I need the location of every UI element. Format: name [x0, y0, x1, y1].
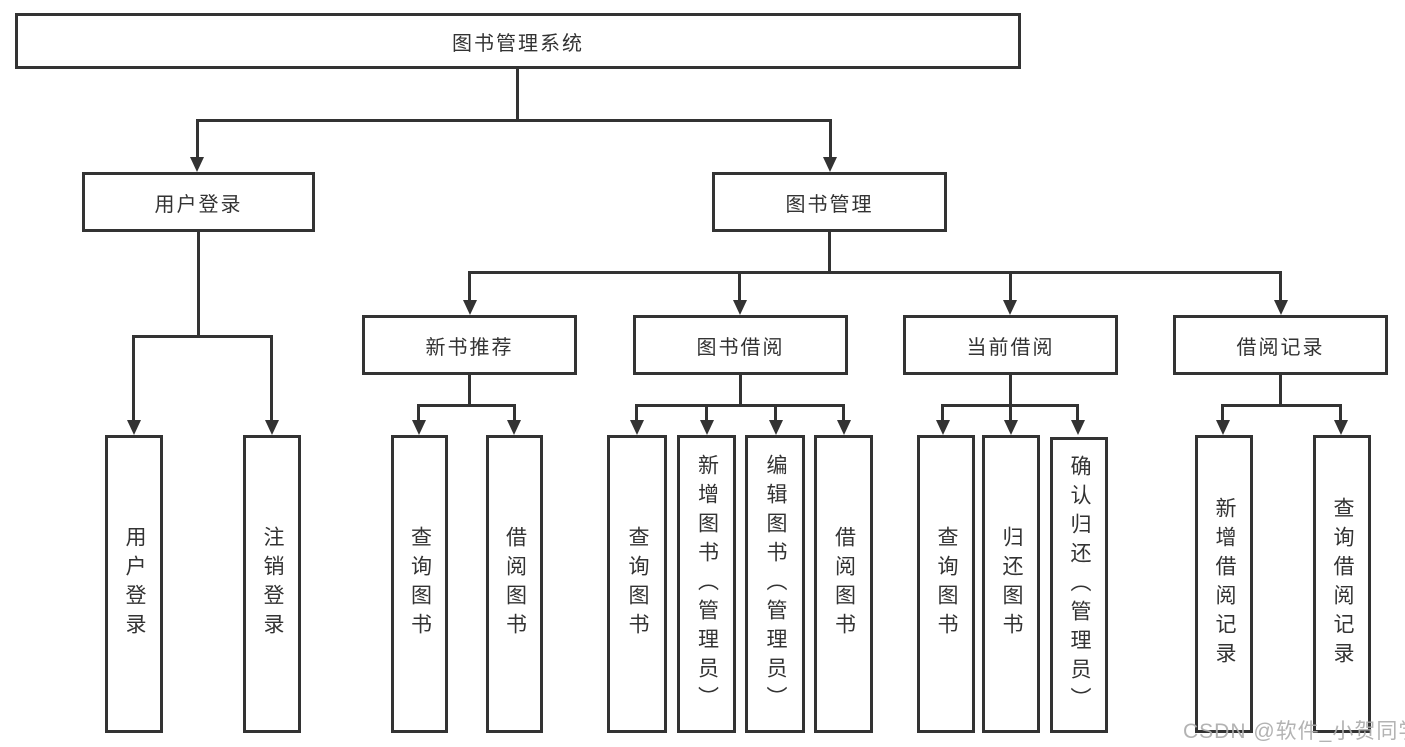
edge-line [1009, 271, 1012, 301]
leaf-edit-book-admin: 编辑图书（管理员） [745, 435, 805, 733]
leaf-borrow-books-1: 借阅图书 [486, 435, 543, 733]
arrow-down-icon [837, 420, 851, 435]
edge-line [1076, 404, 1079, 421]
arrow-down-icon [630, 420, 644, 435]
arrow-down-icon [1071, 420, 1085, 435]
watermark-text: CSDN @软件_小贺同学 [1183, 720, 1405, 743]
arrow-down-icon [463, 300, 477, 315]
leaf-add-borrow-record: 新增借阅记录 [1195, 435, 1253, 733]
leaf-add-book-admin: 新增图书（管理员） [677, 435, 736, 733]
edge-line [739, 373, 742, 407]
leaf-query-books-3-label: 查询图书 [935, 526, 958, 642]
edge-line [1221, 404, 1224, 421]
edge-line [197, 230, 200, 338]
edge-line [468, 373, 471, 407]
node-current-borrowing: 当前借阅 [903, 315, 1118, 375]
node-root: 图书管理系统 [15, 13, 1021, 69]
edge-line [1009, 373, 1012, 407]
edge-line [270, 335, 273, 421]
edge-line [196, 119, 832, 122]
leaf-query-borrow-record-label: 查询借阅记录 [1331, 497, 1354, 671]
node-book-borrowing-label: 图书借阅 [696, 336, 785, 359]
edge-line [635, 404, 845, 407]
leaf-edit-book-admin-label: 编辑图书（管理员） [764, 453, 787, 715]
edge-line [513, 404, 516, 421]
edge-line [132, 335, 135, 421]
node-new-book-recommendation-label: 新书推荐 [425, 336, 514, 359]
edge-line [417, 404, 516, 407]
node-book-management: 图书管理 [712, 172, 947, 232]
edge-line [842, 404, 845, 421]
edge-line [1279, 373, 1282, 407]
node-current-borrowing-label: 当前借阅 [966, 336, 1055, 359]
leaf-add-book-admin-label: 新增图书（管理员） [695, 453, 719, 715]
leaf-query-books-3: 查询图书 [917, 435, 975, 733]
leaf-logout-label: 注销登录 [261, 526, 284, 642]
arrow-down-icon [1334, 420, 1348, 435]
leaf-query-books-2-label: 查询图书 [626, 526, 649, 642]
edge-line [468, 271, 1282, 274]
node-new-book-recommendation: 新书推荐 [362, 315, 577, 375]
edge-line [132, 335, 273, 338]
arrow-down-icon [265, 420, 279, 435]
arrow-down-icon [1003, 300, 1017, 315]
edge-line [1221, 404, 1342, 407]
edge-line [738, 271, 741, 301]
edge-line [417, 404, 420, 421]
node-user-login-group-label: 用户登录 [154, 193, 243, 216]
edge-line [468, 271, 471, 301]
arrow-down-icon [1274, 300, 1288, 315]
leaf-borrow-books-2: 借阅图书 [814, 435, 873, 733]
leaf-confirm-return-admin: 确认归还（管理员） [1050, 437, 1108, 733]
arrow-down-icon [700, 420, 714, 435]
arrow-down-icon [733, 300, 747, 315]
leaf-return-books-label: 归还图书 [1000, 526, 1023, 642]
leaf-return-books: 归还图书 [982, 435, 1040, 733]
leaf-borrow-books-1-label: 借阅图书 [503, 526, 527, 642]
edge-line [516, 68, 519, 122]
arrow-down-icon [507, 420, 521, 435]
arrow-down-icon [190, 157, 204, 172]
arrow-down-icon [769, 420, 783, 435]
edge-line [705, 404, 708, 421]
leaf-borrow-books-2-label: 借阅图书 [832, 526, 856, 642]
node-book-management-label: 图书管理 [785, 193, 874, 216]
node-root-label: 图书管理系统 [452, 32, 584, 55]
leaf-confirm-return-admin-label: 确认归还（管理员） [1068, 454, 1091, 716]
edge-line [635, 404, 638, 421]
edge-line [941, 404, 944, 421]
node-book-borrowing: 图书借阅 [633, 315, 848, 375]
leaf-query-borrow-record: 查询借阅记录 [1313, 435, 1371, 733]
arrow-down-icon [1216, 420, 1230, 435]
node-borrowing-records-label: 借阅记录 [1236, 336, 1325, 359]
edge-line [828, 230, 831, 274]
arrow-down-icon [127, 420, 141, 435]
node-borrowing-records: 借阅记录 [1173, 315, 1388, 375]
arrow-down-icon [412, 420, 426, 435]
edge-line [1339, 404, 1342, 421]
arrow-down-icon [936, 420, 950, 435]
leaf-user-login: 用户登录 [105, 435, 163, 733]
arrow-down-icon [823, 157, 837, 172]
leaf-query-books-1: 查询图书 [391, 435, 448, 733]
edge-line [1279, 271, 1282, 301]
edge-line [196, 119, 199, 158]
leaf-query-books-1-label: 查询图书 [408, 526, 432, 642]
arrow-down-icon [1004, 420, 1018, 435]
edge-line [829, 119, 832, 158]
leaf-query-books-2: 查询图书 [607, 435, 667, 733]
edge-line [774, 404, 777, 421]
leaf-logout: 注销登录 [243, 435, 301, 733]
edge-line [1009, 404, 1012, 421]
leaf-user-login-label: 用户登录 [123, 526, 146, 642]
node-user-login-group: 用户登录 [82, 172, 315, 232]
leaf-add-borrow-record-label: 新增借阅记录 [1213, 497, 1236, 671]
